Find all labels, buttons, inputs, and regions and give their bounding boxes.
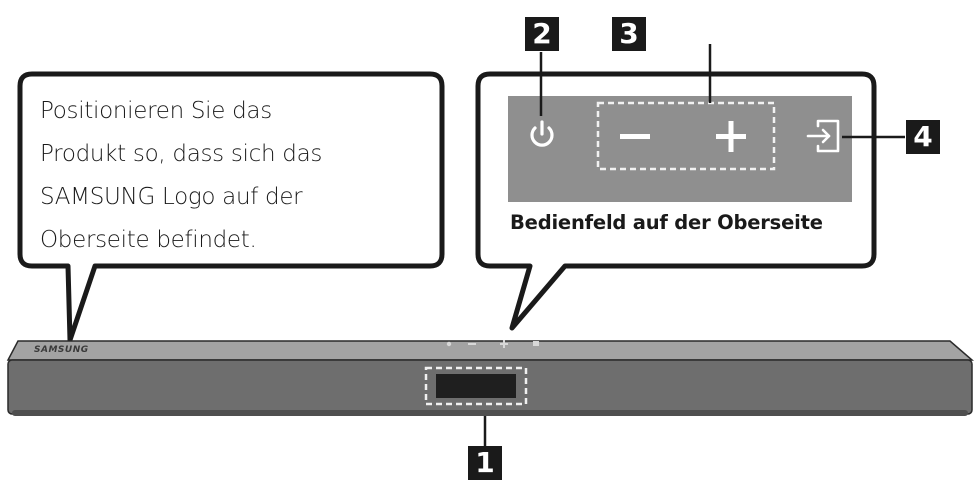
callout-1: 1 (468, 446, 502, 480)
soundbar-logo: SAMSUNG (34, 345, 89, 355)
soundbar-bottom-edge (12, 410, 968, 416)
callout-2: 2 (525, 17, 559, 51)
callout-3: 3 (612, 17, 646, 51)
note-line-1: Positionieren Sie das (40, 98, 272, 124)
note-text: Positionieren Sie das Produkt so, dass s… (40, 90, 430, 262)
volume-group-frame (596, 101, 776, 171)
soundbar-top-buttons (446, 340, 539, 348)
panel-caption: Bedienfeld auf der Oberseite (510, 211, 823, 234)
power-icon (530, 120, 554, 147)
note-line-4: Oberseite befindet. (40, 227, 257, 253)
volume-down-icon (620, 134, 650, 139)
soundbar-top (6, 340, 975, 361)
callout-4: 4 (906, 120, 940, 154)
note-line-3: SAMSUNG Logo auf der (40, 184, 303, 210)
control-panel (508, 96, 852, 202)
soundbar (6, 340, 975, 416)
soundbar-display (436, 374, 516, 398)
volume-up-icon (716, 121, 746, 152)
note-line-2: Produkt so, dass sich das (40, 141, 323, 167)
display-highlight-frame (424, 366, 528, 406)
source-input-icon (806, 119, 840, 153)
note-bubble (17, 71, 445, 343)
